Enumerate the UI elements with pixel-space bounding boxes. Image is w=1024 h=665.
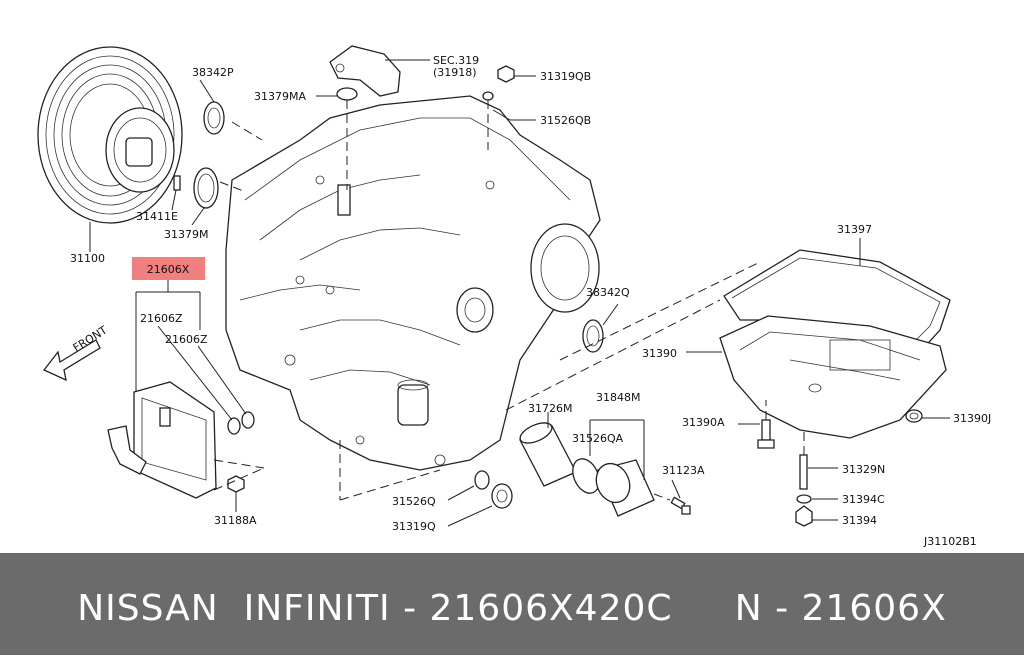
label-31100: 31100 — [70, 252, 105, 265]
guide-seal-bottom — [219, 181, 247, 193]
oring-31526QA — [572, 458, 600, 494]
orings-21606Z — [157, 325, 255, 435]
banner-text: NISSAN INFINITI - 21606X420C N - 21606X — [77, 588, 947, 629]
label-sec319-sub: (31918) — [433, 66, 477, 79]
label-31848M: 31848M — [596, 391, 640, 404]
label-31390A: 31390A — [682, 416, 725, 429]
label-21606X: 21606X — [147, 263, 190, 276]
seal-31379M — [191, 167, 219, 226]
label-31411E: 31411E — [136, 210, 178, 223]
bolt-31390A — [738, 400, 775, 449]
seal-38342P — [199, 79, 225, 135]
washer-31394C — [796, 494, 838, 504]
washer-31379MA — [316, 87, 358, 190]
label-31379M: 31379M — [164, 228, 208, 241]
label-sec319: SEC.319 — [433, 54, 479, 67]
oil-cooler-21606X — [107, 381, 265, 512]
label-31397: 31397 — [837, 223, 872, 236]
label-31188A: 31188A — [214, 514, 257, 527]
bolt-31319Q — [447, 483, 513, 527]
bolt-31319QB — [497, 65, 536, 83]
label-21606Z-a: 21606Z — [140, 312, 183, 325]
label-31123A: 31123A — [662, 464, 705, 477]
oil-pan-31390 — [686, 315, 947, 439]
transmission-case — [225, 95, 601, 471]
pan-guide-line-2 — [505, 299, 721, 411]
label-21606Z-b: 21606Z — [165, 333, 208, 346]
bolt-31123A — [653, 479, 691, 515]
torque-converter — [37, 46, 183, 252]
label-31390: 31390 — [642, 347, 677, 360]
stud-31329N — [799, 430, 838, 490]
lower-guide-line — [339, 469, 441, 501]
label-31329N: 31329N — [842, 463, 885, 476]
label-31526QA: 31526QA — [572, 432, 624, 445]
label-38342P: 38342P — [192, 66, 234, 79]
pan-guide-line-1 — [559, 261, 761, 361]
highlighted-label-21606X: 21606X — [132, 257, 205, 395]
parts-diagram: 21606X FRONT 38342P 31379MA SEC.319 (319… — [37, 45, 992, 548]
label-31526QB: 31526QB — [540, 114, 591, 127]
exploded-view-svg: 21606X FRONT 38342P 31379MA SEC.319 (319… — [37, 45, 991, 548]
pin-31411E — [171, 175, 181, 211]
washer-31526QB — [482, 91, 536, 150]
guide-seal-top — [231, 121, 263, 141]
label-31726M: 31726M — [528, 402, 572, 415]
label-31390J: 31390J — [953, 412, 991, 425]
label-31394: 31394 — [842, 514, 877, 527]
plug-31394 — [795, 505, 838, 527]
label-31319Q: 31319Q — [392, 520, 436, 533]
label-31379MA: 31379MA — [254, 90, 306, 103]
label-31319QB: 31319QB — [540, 70, 591, 83]
washer-31390J — [905, 409, 950, 423]
seal-38342Q — [582, 303, 619, 353]
front-arrow: FRONT — [42, 323, 110, 382]
washer-31526Q — [447, 470, 490, 501]
label-31526Q: 31526Q — [392, 495, 436, 508]
filter-cover-31848M — [589, 419, 655, 517]
diagram-code: J31102B1 — [923, 535, 977, 548]
filter-31726M — [519, 412, 577, 487]
label-31394C: 31394C — [842, 493, 885, 506]
solenoid-connector — [329, 45, 430, 97]
part-number-banner: NISSAN INFINITI - 21606X420C N - 21606X — [0, 553, 1024, 655]
label-38342Q: 38342Q — [586, 286, 630, 299]
highlight-box — [132, 257, 205, 280]
